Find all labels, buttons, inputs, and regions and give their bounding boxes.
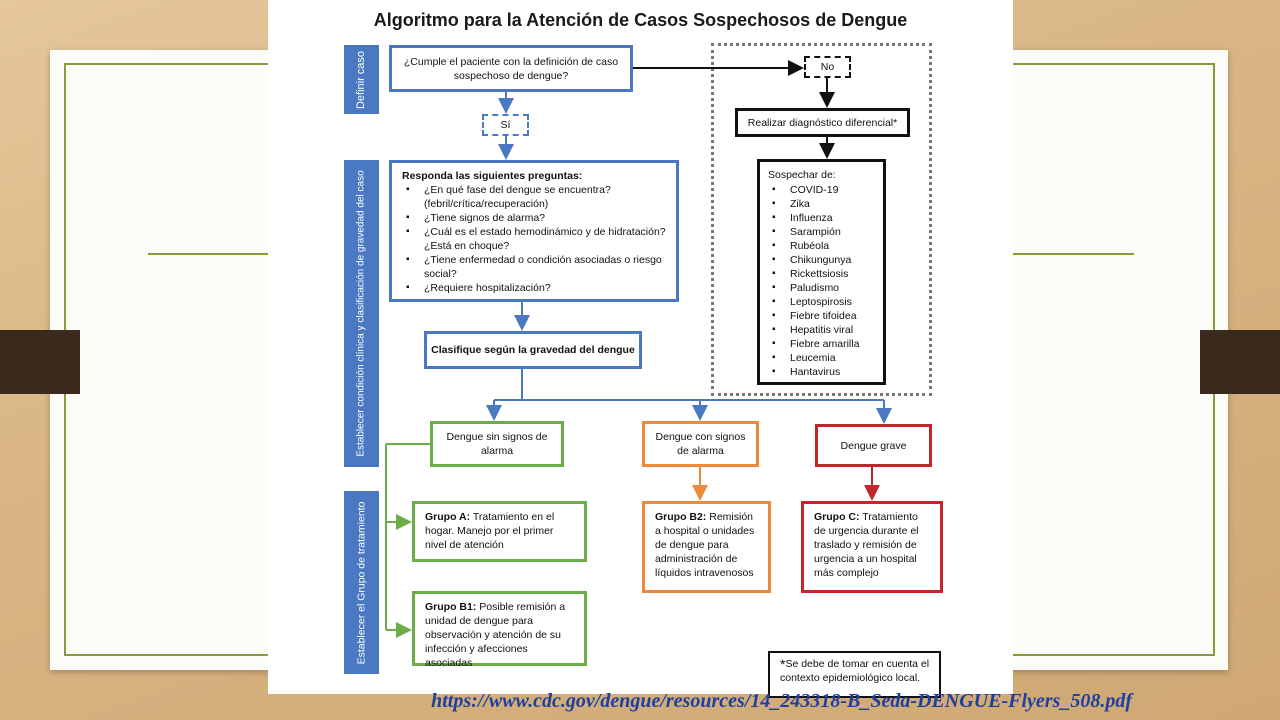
category-con-signos-text: Dengue con signos de alarma [655, 431, 746, 457]
suspect-item: Rickettsiosis [768, 267, 883, 281]
flowchart-panel: Algoritmo para la Atención de Casos Sosp… [268, 0, 1013, 698]
suspect-item: Sarampión [768, 225, 883, 239]
group-c-label: Grupo C: [814, 511, 860, 523]
side-label-definir: Definir caso [344, 45, 379, 114]
category-grave-text: Dengue grave [840, 439, 907, 452]
category-grave-box: Dengue grave [815, 424, 932, 467]
group-a-box: Grupo A: Tratamiento en el hogar. Manejo… [412, 501, 587, 562]
flowchart-title: Algoritmo para la Atención de Casos Sosp… [373, 10, 908, 30]
suspect-item: Hepatitis viral [768, 323, 883, 337]
decorative-rule-right [1010, 253, 1134, 255]
question-item: ¿Cuál es el estado hemodinámico y de hid… [402, 225, 668, 253]
suspect-item: COVID-19 [768, 183, 883, 197]
suspect-item: Leucemia [768, 351, 883, 365]
footnote-box: *Se debe de tomar en cuenta el contexto … [768, 651, 941, 698]
footnote-mark: * [780, 656, 786, 672]
group-b2-text: Remisión a hospital o unidades de dengue… [655, 511, 755, 579]
suspect-item: Influenza [768, 211, 883, 225]
side-label-grupo: Establecer el Grupo de tratamiento [344, 491, 379, 674]
yes-box: Sí [482, 114, 529, 136]
group-b2-box: Grupo B2: Remisión a hospital o unidades… [642, 501, 771, 593]
question-item: ¿En qué fase del dengue se encuentra? (f… [402, 183, 668, 211]
group-a-text: Tratamiento en el hogar. Manejo por el p… [425, 511, 555, 551]
suspect-item: Zika [768, 197, 883, 211]
suspect-item: Hantavirus [768, 365, 883, 379]
suspect-list: COVID-19ZikaInfluenzaSarampiónRubéolaChi… [768, 183, 883, 379]
side-tab-left [0, 330, 80, 394]
classify-text: Clasifique según la gravedad del dengue [431, 344, 635, 356]
group-a-label: Grupo A: [425, 511, 471, 523]
differential-region [711, 43, 932, 396]
suspect-item: Fiebre tifoidea [768, 309, 883, 323]
group-b1-text: Posible remisión a unidad de dengue para… [425, 601, 566, 669]
category-sin-signos-text: Dengue sin signos de alarma [446, 431, 548, 457]
footnote-text: Se debe de tomar en cuenta el contexto e… [780, 658, 930, 684]
question-box: ¿Cumple el paciente con la definición de… [389, 45, 633, 92]
suspect-item: Chikungunya [768, 253, 883, 267]
suspect-item: Paludismo [768, 281, 883, 295]
side-label-establecer: Establecer condición clínica y clasifica… [344, 160, 379, 467]
differential-text: Realizar diagnóstico diferencial* [747, 116, 898, 129]
group-b1-box: Grupo B1: Posible remisión a unidad de d… [412, 591, 587, 669]
suspect-item: Leptospirosis [768, 295, 883, 309]
question-item: ¿Tiene enfermedad o condición asociadas … [402, 253, 668, 281]
suspect-box: Sospechar de: COVID-19ZikaInfluenzaSaram… [757, 159, 886, 385]
side-tab-right [1200, 330, 1280, 394]
question-item: ¿Tiene signos de alarma? [402, 211, 668, 225]
questions-box: Responda las siguientes preguntas: ¿En q… [389, 160, 679, 302]
decorative-rule-left [148, 253, 273, 255]
suspect-item: Fiebre amarilla [768, 337, 883, 351]
suspect-heading: Sospechar de: [768, 169, 836, 181]
classify-box: Clasifique según la gravedad del dengue [424, 331, 642, 369]
category-con-signos-box: Dengue con signos de alarma [642, 421, 759, 467]
group-b2-label: Grupo B2: [655, 511, 707, 523]
category-sin-signos-box: Dengue sin signos de alarma [430, 421, 564, 467]
source-link[interactable]: https://www.cdc.gov/dengue/resources/14_… [431, 690, 1132, 712]
group-c-text: Tratamiento de urgencia durante el trasl… [814, 511, 919, 579]
group-b1-label: Grupo B1: [425, 601, 477, 613]
no-label: No [820, 61, 835, 73]
yes-label: Sí [500, 119, 511, 131]
group-c-box: Grupo C: Tratamiento de urgencia durante… [801, 501, 943, 593]
connector-lines [385, 60, 892, 638]
questions-heading: Responda las siguientes preguntas: [402, 170, 583, 182]
question-item: ¿Requiere hospitalización? [402, 281, 668, 295]
differential-box: Realizar diagnóstico diferencial* [735, 108, 910, 137]
questions-list: ¿En qué fase del dengue se encuentra? (f… [402, 183, 668, 295]
question-text: ¿Cumple el paciente con la definición de… [403, 55, 619, 82]
no-box: No [804, 56, 851, 78]
suspect-item: Rubéola [768, 239, 883, 253]
